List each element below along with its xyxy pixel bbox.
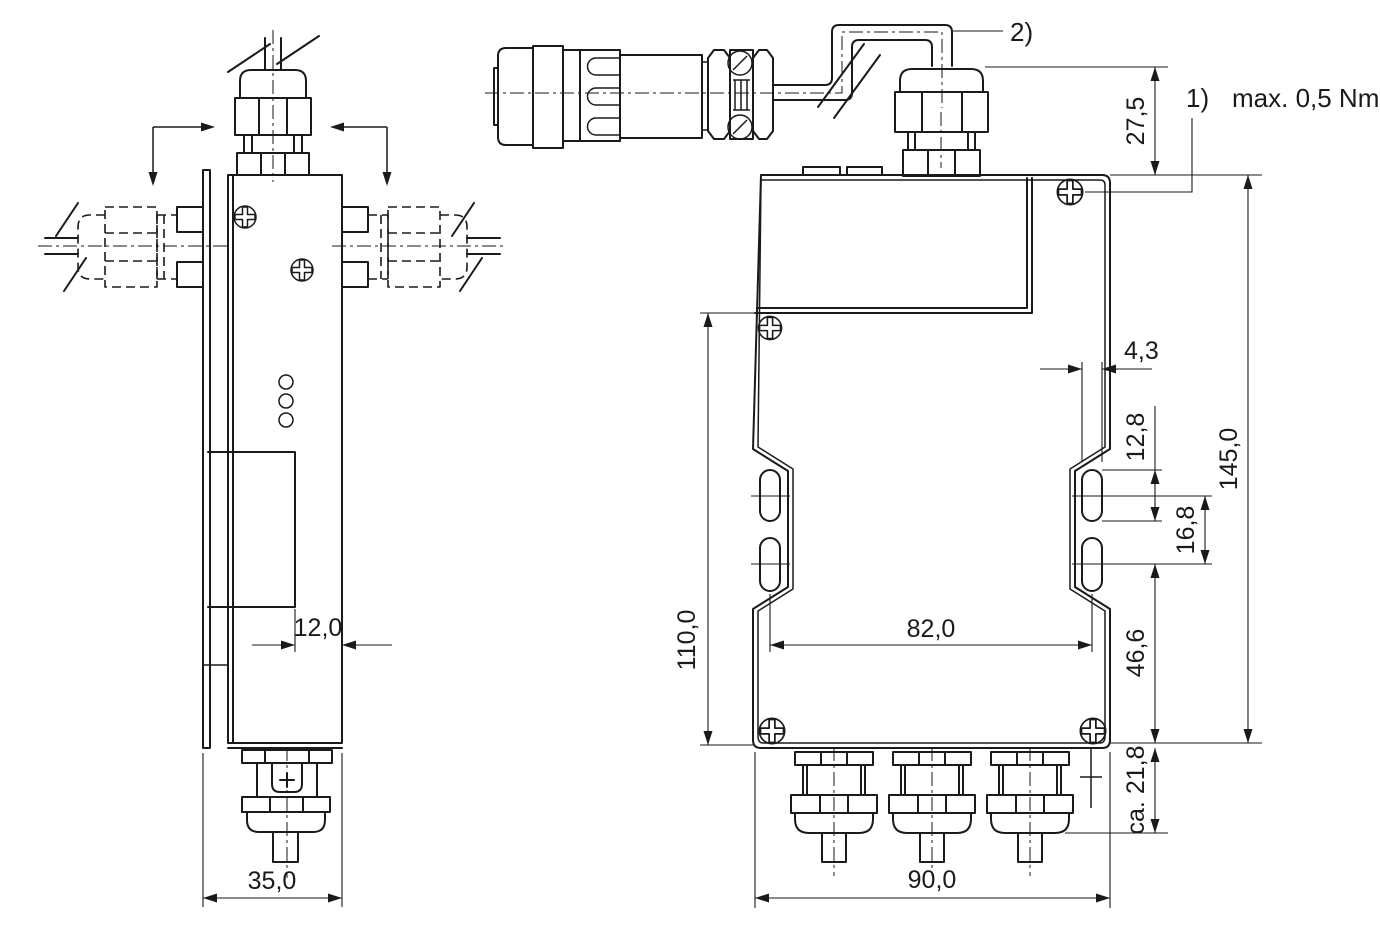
- dim-text-35-0: 35,0: [248, 867, 297, 895]
- dimension-gland-height: 27,5: [1122, 67, 1160, 175]
- slot-centermarks: [751, 495, 1111, 565]
- dimension-body-height: 110,0: [673, 312, 757, 746]
- dim-text-4-3: 4,3: [1124, 337, 1159, 365]
- note-2: 2): [953, 17, 1033, 47]
- cable-break-mark: [227, 35, 320, 73]
- centerline: [485, 31, 943, 108]
- led-indicators: [278, 374, 294, 428]
- dimension-slot-to-bottom: 46,6: [1122, 564, 1160, 743]
- circular-connector: [493, 45, 774, 149]
- side-view-cover-panel: [207, 451, 296, 608]
- dim-text-145-0: 145,0: [1215, 428, 1243, 491]
- dimension-slot-center-spacing: 16,8: [1102, 495, 1212, 565]
- housing-outline-outer: [752, 174, 1111, 749]
- housing-outline-inner: [757, 179, 1106, 744]
- dim-text-90-0: 90,0: [908, 866, 957, 894]
- bottom-gland-3: [986, 751, 1074, 863]
- front-view-top-gland: [894, 68, 989, 177]
- dim-text-16-8: 16,8: [1172, 506, 1200, 555]
- note1-text: max. 0,5 Nm: [1232, 83, 1379, 113]
- dimension-slot-length: 12,8: [1102, 406, 1162, 522]
- dim-text-46-6: 46,6: [1122, 629, 1150, 678]
- connector-barrel: [619, 54, 703, 139]
- dimension-annotations: 27,5 145,0 4,3 12,8 16,8: [673, 66, 1262, 908]
- side-view: 12,0 35,0: [38, 30, 505, 907]
- cable-break-mark: [55, 202, 87, 292]
- side-gland-right: [341, 202, 501, 292]
- cable-break-mark: [817, 43, 881, 119]
- dimension-slot-width: 4,3: [1040, 337, 1159, 462]
- centerline: [833, 747, 1031, 876]
- note1-ref: 1): [1186, 83, 1209, 113]
- dimension-total-height: 145,0: [1215, 175, 1253, 743]
- cable-break-mark: [451, 202, 483, 292]
- terminal-compartment-cover: [754, 177, 1033, 314]
- connector-end-cap: [497, 47, 534, 146]
- top-tabs: [802, 166, 883, 176]
- dim-text-12-8: 12,8: [1122, 413, 1150, 462]
- bottom-gland-2: [888, 751, 976, 863]
- side-view-top-gland: [227, 35, 320, 176]
- dim-text-110-0: 110,0: [673, 610, 701, 671]
- cable-clamp-saddle: [733, 79, 750, 111]
- dimension-cover-depth: 12,0: [252, 609, 392, 652]
- dimension-mount-slot-spacing: 82,0: [769, 594, 1093, 652]
- dimension-total-width: 90,0: [754, 752, 1111, 908]
- dim-text-ca-21-8: ca. 21,8: [1122, 746, 1150, 835]
- cable-loop: [485, 24, 953, 119]
- dim-text-82-0: 82,0: [907, 615, 956, 643]
- ground-pin: [1080, 748, 1102, 808]
- note-1: 1) max. 0,5 Nm: [1085, 83, 1379, 193]
- bottom-gland-1: [790, 751, 878, 863]
- clamp-ring: [752, 49, 774, 140]
- front-view: [751, 68, 1111, 876]
- swivel-arrows: [148, 122, 392, 186]
- dim-text-12-0: 12,0: [294, 614, 343, 642]
- dimension-gland-protrusion: ca. 21,8: [1122, 746, 1160, 835]
- connector-grip: [562, 49, 621, 142]
- grip-flutes: [586, 57, 620, 136]
- note2-ref: 2): [1010, 17, 1033, 47]
- side-view-mounting-plate: [202, 169, 211, 749]
- dim-text-27-5: 27,5: [1122, 97, 1150, 146]
- side-gland-left: [44, 202, 204, 292]
- dimension-side-depth: 35,0: [202, 753, 343, 907]
